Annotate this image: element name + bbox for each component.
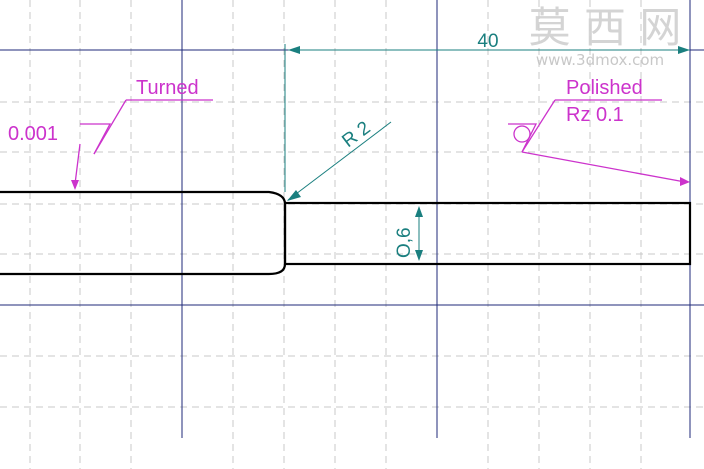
radius-arrow: [287, 190, 301, 201]
diameter-arrow-top: [415, 206, 423, 217]
dimension-arrow-left: [288, 46, 300, 54]
watermark-brand: 莫 西 网: [529, 3, 682, 52]
dimension-arrow-right: [678, 46, 690, 54]
shaft-right-section: [283, 201, 692, 266]
shaft-outline: [0, 190, 692, 276]
polished-roughness-value: Rz 0.1: [566, 104, 624, 126]
polished-finish-symbol: [508, 99, 690, 186]
turned-process-label: Turned: [136, 77, 199, 99]
watermark-site: www.3dmox.com: [536, 51, 664, 69]
radius-dimension-text: R 2: [338, 117, 374, 152]
length-dimension-text: 40: [477, 31, 498, 52]
diameter-dimension-text: O,6: [394, 227, 415, 258]
turned-roughness-value: 0.001: [8, 123, 58, 145]
turned-finish-symbol: [71, 99, 213, 190]
diameter-arrow-bottom: [415, 250, 423, 261]
polished-process-label: Polished: [566, 77, 643, 99]
radius-leader: [287, 121, 392, 201]
dimensions: [284, 44, 690, 261]
